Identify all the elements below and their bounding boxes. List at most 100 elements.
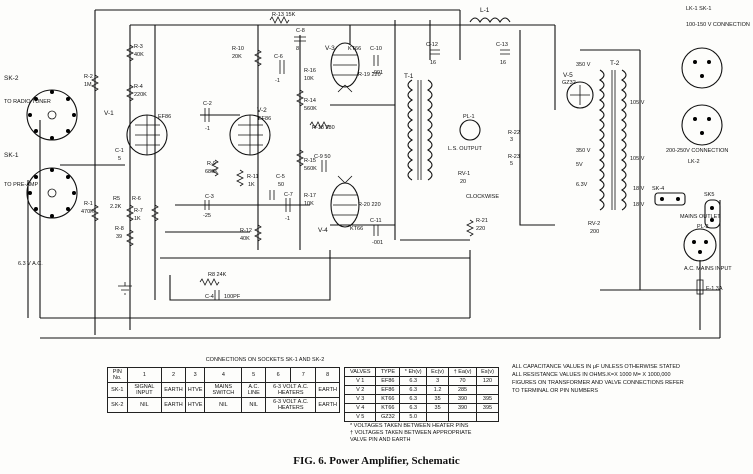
label-c1-val: 5 [118,156,121,162]
label-c13: C-13 [496,42,508,48]
label-fuse: F-1 3A [706,286,723,292]
valve-notes: * VOLTAGES TAKEN BETWEEN HEATER PINS † V… [350,423,471,444]
table-cell: V 1 [343,376,377,386]
note-line: FIGURES ON TRANSFORMER AND VALVE CONNECT… [512,380,684,386]
label-r16: R-16 [304,68,316,74]
table-cell: 390 [448,403,478,413]
table-header-cell: 7 [290,367,317,383]
label-c9: C-9 50 [314,154,331,160]
table-row: SK-1 SIGNAL INPUT EARTH HTVE MAINS SWITC… [107,382,340,398]
label-r12-val: 40K [240,236,250,242]
label-c10: C-10 [370,46,382,52]
label-r22-val: 3 [510,137,513,143]
table-cell: 6.3 [399,394,428,404]
table-cell: NIL [204,397,243,413]
valve-v5 [566,81,594,109]
label-r7: R-7 [134,208,143,214]
label-ls-output: L.S. OUTPUT [448,146,483,152]
table-cell: EF86 [375,385,401,395]
note-line: † VOLTAGES TAKEN BETWEEN APPROPRIATE [350,430,472,436]
label-6-3v: 6.3V [576,182,588,188]
label-r11: R-11 [247,174,259,180]
label-c1: C-1 [115,148,124,154]
table-header-cell: 5 [241,367,267,383]
table-cell: SIGNAL INPUT [126,382,163,398]
label-r3-val: 40K [134,52,144,58]
wiring [27,9,721,339]
table-cell: SK-1 [107,382,128,398]
label-r16-val: 10K [304,76,314,82]
label-r8: R-8 [115,226,124,232]
label-r4-val: 220K [134,92,147,98]
table-header-cell: † Ea(v) [448,367,478,377]
label-t1: T-1 [404,73,414,80]
label-18v-a: 18 V [633,186,645,192]
label-rv1-val: 20 [460,179,466,185]
resistors [91,16,474,286]
table-header-cell: TYPE [375,367,401,377]
label-c3-val: -25 [203,213,211,219]
label-ac-mains: A.C. MAINS INPUT [684,266,732,272]
label-c8: C-8 [296,28,305,34]
table-cell: KT66 [375,403,401,413]
heater-mark: * [404,369,407,375]
label-r2: R-2 [84,74,93,80]
label-r8-val: 39 [116,234,122,240]
label-v4-type: KT66 [350,226,363,232]
label-l1: L-1 [480,7,490,14]
label-r19: R-19 220 [358,72,381,78]
label-r7-val: 1K [134,216,141,222]
label-c3: C-3 [205,194,214,200]
table-header-cell: 8 [315,367,340,383]
label-r8-feedback: R8 24K [208,272,227,278]
socket-sk1 [26,167,78,219]
table-cell: V 2 [343,385,377,395]
chassis-earth [118,282,132,295]
table-header-cell: 2 [161,367,186,383]
table-cell: 35 [426,403,450,413]
mains-input-pl2 [683,228,717,262]
general-notes: ALL CAPACITANCE VALUES IN μF UNLESS OTHE… [512,363,747,395]
note-line: TO TERMINAL OR PIN NUMBERS [512,388,599,394]
table-cell [476,385,499,395]
table-cell: 1.2 [426,385,450,395]
label-rv1: RV-1 [458,171,470,177]
label-c5: C-5 [276,174,285,180]
label-mains-outlet: MAINS OUTLET [680,214,721,220]
label-r15-val: 560K [304,166,317,172]
label-c8-val: 8 [296,46,299,52]
table-cell: HTVE [184,397,206,413]
label-t2: T-2 [610,60,620,67]
note-line: ALL CAPACITANCE VALUES IN μF UNLESS OTHE… [512,364,680,370]
note-line: ALL RESISTANCE VALUES IN OHMS.K=X 1000 M… [512,372,671,378]
label-lk1: LK-1 SK-1 [686,6,711,12]
table-cell: V 5 [343,412,377,422]
table-cell: EARTH [315,397,340,413]
table-cell: EARTH [315,382,340,398]
label-c5-val: 50 [278,182,284,188]
label-350v-b: 350 V [576,148,591,154]
label-r4: R-4 [134,84,143,90]
table-cell: EF86 [375,376,401,386]
table-cell: MAINS SWITCH [204,382,243,398]
socket-sk2 [26,89,78,141]
label-r21-val: 220 [476,226,485,232]
table-header-cell: Es(v) [476,367,499,377]
label-sk2: SK-2 [4,75,19,82]
table-cell: 120 [476,376,499,386]
label-v3-type: KT66 [348,46,361,52]
component-labels: SK-2 SK-1 TO RADIO TUNER TO PRE-AMP 6.3 … [4,6,750,300]
label-r15: R-15 [304,158,316,164]
label-c6-val: -1 [275,78,280,84]
table-row: VALVES TYPE * Eh(v) Ec(v) † Ea(v) Es(v) [343,367,499,377]
label-r17-val: 10K [304,201,314,207]
table-cell: 5.0 [399,412,428,422]
table-cell: 6-3 VOLT A.C. HEATERS [265,397,317,413]
label-c7: C-7 [284,192,293,198]
label-105v-a: 105 V [630,100,645,106]
voltage-selector-sk3 [681,104,723,146]
